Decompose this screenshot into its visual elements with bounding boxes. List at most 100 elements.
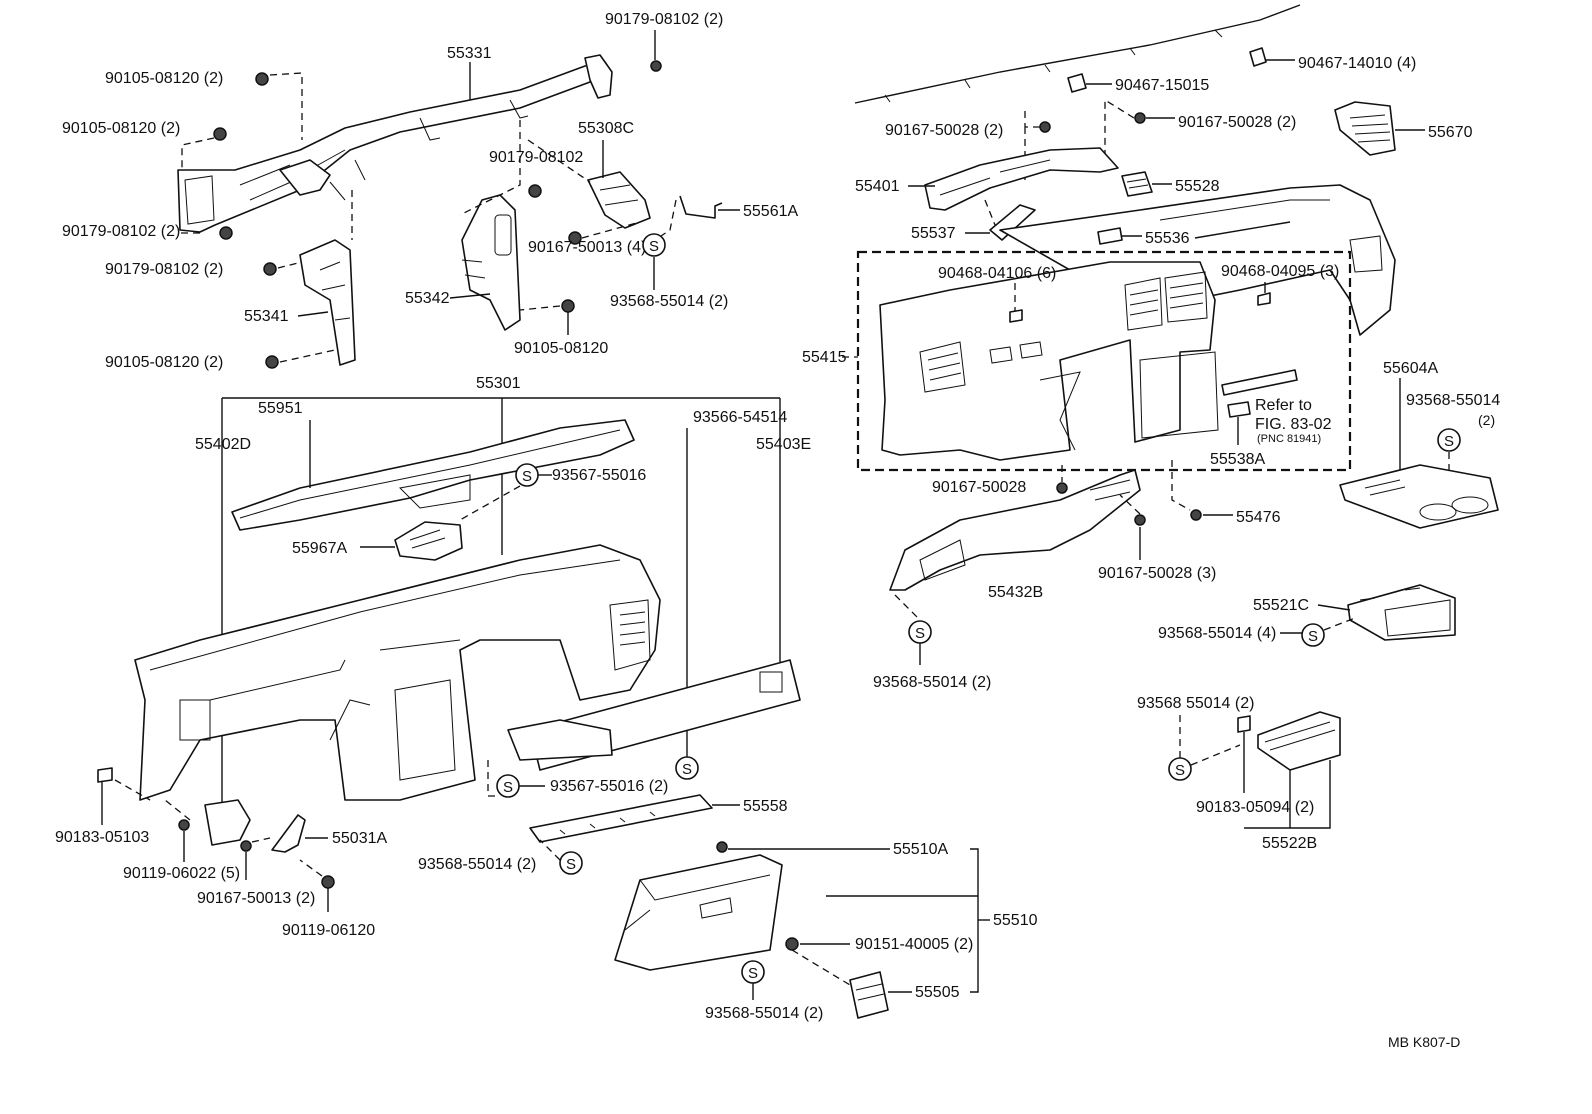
- label-55951: 55951: [258, 400, 303, 417]
- bracket-lower: [507, 719, 613, 761]
- label-90151-40005-2: 90151-40005 (2): [855, 936, 973, 953]
- label-93567-55016: 93567-55016: [552, 467, 646, 484]
- label-55415: 55415: [802, 349, 847, 366]
- svg-text:S: S: [915, 625, 925, 642]
- label-93568-55014-2-nodash: 93568 55014 (2): [1137, 695, 1254, 712]
- label-90179-08102-2-mid: 90179-08102 (2): [105, 261, 223, 278]
- footer-code: MB K807-D: [1388, 1034, 1460, 1050]
- vent-55967A: [394, 521, 463, 561]
- group-box-55415: [856, 250, 1352, 472]
- cover-55401: [924, 147, 1119, 211]
- bolt-icon: [240, 840, 252, 852]
- fig-ref-text: FIG. 83-02: [1255, 416, 1332, 433]
- nut-icon: [528, 184, 542, 198]
- holder-55522B: [1257, 711, 1341, 771]
- label-90167-50013-4: 90167-50013 (4): [528, 239, 646, 256]
- label-55331: 55331: [447, 45, 492, 62]
- bracket-55342: [461, 194, 521, 331]
- label-55538A: 55538A: [1210, 451, 1265, 468]
- clip-icon: [1249, 47, 1267, 67]
- pad-55951: [231, 419, 635, 531]
- bolt-icon: [1039, 121, 1051, 133]
- lower-panel-55432B: [889, 469, 1141, 591]
- windshield-edge: [854, 4, 1301, 104]
- bar-refer-fig: [1221, 369, 1298, 396]
- s-marker-icon: S: [559, 851, 583, 875]
- glove-box-55510: [614, 854, 783, 971]
- bolt-icon: [178, 819, 190, 831]
- bracket-55031A: [271, 814, 306, 853]
- switch-55536: [1097, 227, 1123, 245]
- label-93568-55014-2-bot: 93568-55014 (2): [705, 1005, 823, 1022]
- bolt-icon: [1190, 509, 1202, 521]
- tray-55604A: [1339, 464, 1499, 529]
- label-93568-55014-2-left: 93568-55014 (2): [873, 674, 991, 691]
- label-55308C: 55308C: [578, 120, 634, 137]
- s-marker-icon: S: [642, 233, 666, 257]
- s-marker-icon: S: [1301, 623, 1325, 647]
- label-55403E: 55403E: [756, 436, 811, 453]
- label-90167-50028: 90167-50028: [932, 479, 1026, 496]
- svg-text:S: S: [682, 761, 692, 778]
- label-55510: 55510: [993, 912, 1038, 929]
- label-55510A: 55510A: [893, 841, 948, 858]
- bolt-icon: [561, 299, 575, 313]
- label-55967A: 55967A: [292, 540, 347, 557]
- label-90468-04095-3: 90468-04095 (3): [1221, 263, 1339, 280]
- label-55342: 55342: [405, 290, 450, 307]
- label-93567-55016-2: 93567-55016 (2): [550, 778, 668, 795]
- label-55341: 55341: [244, 308, 289, 325]
- s-marker-icon: S: [908, 620, 932, 644]
- bolt-icon: [1056, 482, 1068, 494]
- label-55536: 55536: [1145, 230, 1190, 247]
- label-55031A: 55031A: [332, 830, 387, 847]
- label-90119-06022-5: 90119-06022 (5): [123, 865, 240, 882]
- label-90183-05103: 90183-05103: [55, 829, 149, 846]
- label-55558: 55558: [743, 798, 788, 815]
- label-93568-55014-2-top: 93568-55014 (2): [610, 293, 728, 310]
- label-90105-08120-2-b: 90105-08120 (2): [62, 120, 180, 137]
- label-90467-14010-4: 90467-14010 (4): [1298, 55, 1416, 72]
- clip-icon: [716, 841, 728, 853]
- clip-icon: [1237, 715, 1251, 733]
- s-marker-icon: S: [741, 960, 765, 984]
- clip-icon: [1009, 309, 1023, 323]
- nut-icon: [219, 226, 233, 240]
- cluster-finish-panel-55415: [879, 261, 1219, 461]
- clip-icon: [1257, 292, 1271, 306]
- label-93568-55014-right: 93568-55014: [1406, 392, 1500, 409]
- bolt-icon: [785, 937, 799, 951]
- label-55561A: 55561A: [743, 203, 798, 220]
- label-93566-54514: 93566-54514: [693, 409, 787, 426]
- s-marker-icon: S: [496, 774, 520, 798]
- svg-text:S: S: [503, 779, 513, 796]
- label-93568-55014-2-mid: 93568-55014 (2): [418, 856, 536, 873]
- nut-icon: [650, 60, 662, 72]
- bolt-icon: [1134, 514, 1146, 526]
- label-55301: 55301: [476, 375, 521, 392]
- label-55528: 55528: [1175, 178, 1220, 195]
- svg-text:S: S: [748, 965, 758, 982]
- label-90167-50028-2-a: 90167-50028 (2): [885, 122, 1003, 139]
- instrument-panel-reinforcement: [177, 54, 613, 233]
- label-55670: 55670: [1428, 124, 1473, 141]
- clip-55561A: [679, 195, 723, 219]
- s-marker-icon: S: [675, 756, 699, 780]
- bolt-icon: [213, 127, 227, 141]
- clip-icon: [1067, 73, 1087, 93]
- label-90467-15015: 90467-15015: [1115, 77, 1209, 94]
- svg-text:S: S: [1308, 628, 1318, 645]
- label-55521C: 55521C: [1253, 597, 1309, 614]
- latch-55505: [849, 971, 889, 1019]
- label-90179-08102-2-top: 90179-08102 (2): [605, 11, 723, 28]
- bracket-55308C: [587, 171, 651, 229]
- label-55537: 55537: [911, 225, 956, 242]
- bolt-icon: [321, 875, 335, 889]
- label-90179-08102-2-left: 90179-08102 (2): [62, 223, 180, 240]
- label-55432B: 55432B: [988, 584, 1043, 601]
- svg-text:S: S: [1175, 762, 1185, 779]
- bracket-55341: [299, 239, 356, 366]
- label-90105-08120: 90105-08120: [514, 340, 608, 357]
- bolt-icon: [265, 355, 279, 369]
